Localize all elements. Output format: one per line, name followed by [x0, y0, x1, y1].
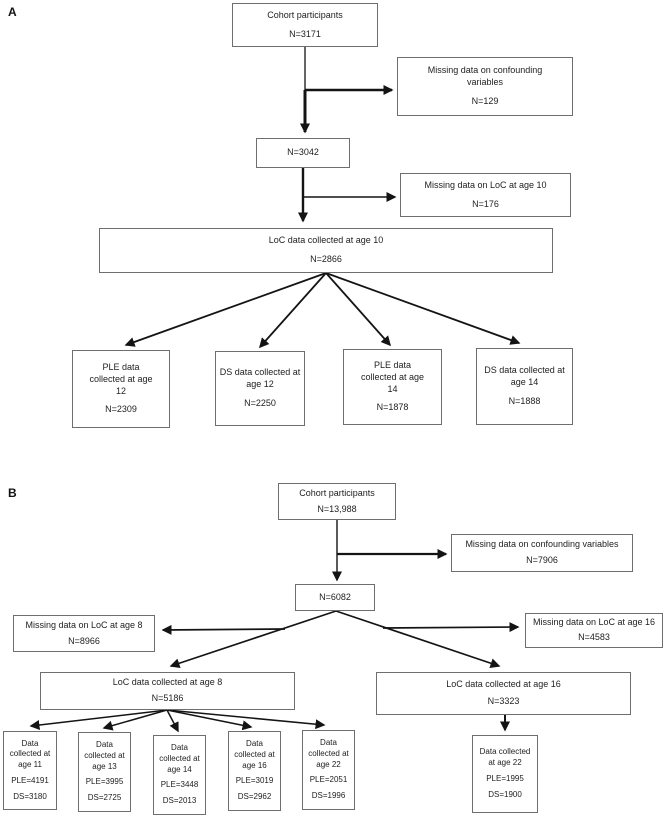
box-title: Data collected at age 22: [479, 747, 531, 768]
box-title: LoC data collected at age 16: [446, 679, 561, 690]
box-title: Cohort participants: [299, 487, 375, 498]
box-loc-age8: LoC data collected at age 8 N=5186: [40, 672, 295, 710]
box-title: Cohort participants: [267, 9, 343, 20]
box-title: Missing data on LoC at age 8: [25, 619, 143, 630]
box-missing-confounding-b: Missing data on confounding variables N=…: [451, 534, 633, 572]
box-count: N=3171: [289, 28, 321, 39]
box-ds-count: DS=1996: [311, 791, 346, 801]
box-ds-count: DS=2962: [237, 792, 272, 802]
box-count: N=6082: [319, 591, 351, 602]
box-missing-loc-age16: Missing data on LoC at age 16 N=4583: [525, 613, 663, 648]
box-count: N=2250: [244, 397, 276, 408]
box-ple-count: PLE=3995: [85, 777, 124, 787]
box-data-age16: Data collected at age 16 PLE=3019 DS=296…: [228, 731, 281, 811]
box-ds-age14: DS data collected at age 14 N=1888: [476, 348, 573, 425]
box-title: Data collected at age 11: [9, 738, 51, 770]
panel-a-label: A: [8, 5, 17, 19]
box-title: DS data collected at age 12: [219, 367, 301, 390]
box-title: Missing data on LoC at age 16: [532, 617, 656, 628]
box-count: N=8966: [68, 635, 100, 646]
box-data-age22: Data collected at age 22 PLE=2051 DS=199…: [302, 730, 355, 810]
box-title: Data collected at age 13: [84, 740, 125, 771]
box-data-age14: Data collected at age 14 PLE=3448 DS=201…: [153, 735, 206, 815]
box-ple-count: PLE=1995: [486, 774, 524, 783]
box-count: N=176: [472, 198, 499, 209]
box-count: N=7906: [526, 555, 558, 565]
box-ple-age14: PLE data collected at age 14 N=1878: [343, 349, 442, 425]
box-ple-count: PLE=3448: [160, 780, 199, 790]
box-count: N=1888: [508, 395, 541, 406]
box-title: Data collected at age 16: [234, 739, 275, 770]
box-title: LoC data collected at age 8: [112, 677, 223, 688]
box-loc-age16: LoC data collected at age 16 N=3323: [376, 672, 631, 715]
box-title: Data collected at age 22: [308, 738, 349, 769]
box-ple-age12: PLE data collected at age 12 N=2309: [72, 350, 170, 428]
box-after-confounding-a: N=3042: [256, 138, 350, 168]
box-count: N=129: [471, 95, 499, 106]
box-count: N=3323: [487, 696, 520, 706]
box-data-age22-right: Data collected at age 22 PLE=1995 DS=190…: [472, 735, 538, 813]
box-ple-count: PLE=3019: [235, 776, 274, 786]
box-ds-count: DS=2725: [87, 793, 122, 803]
box-ds-count: DS=3180: [13, 791, 47, 801]
box-count: N=1878: [376, 402, 409, 413]
box-title: Missing data on LoC at age 10: [424, 179, 547, 190]
box-count: N=3042: [287, 147, 319, 158]
box-ple-count: PLE=4191: [11, 775, 49, 785]
box-count: N=4583: [578, 632, 610, 642]
box-title: PLE data collected at age 12: [89, 362, 153, 396]
box-title: Missing data on confounding variables: [465, 539, 619, 550]
box-cohort-participants-a: Cohort participants N=3171: [232, 3, 378, 47]
box-missing-confounding-a: Missing data on confounding variables N=…: [397, 57, 573, 116]
box-after-confounding-b: N=6082: [295, 584, 375, 611]
box-data-age13: Data collected at age 13 PLE=3995 DS=272…: [78, 732, 131, 812]
box-ds-count: DS=1900: [488, 789, 522, 799]
box-missing-loc-age8: Missing data on LoC at age 8 N=8966: [13, 615, 155, 652]
panel-b-label: B: [8, 486, 17, 500]
box-title: DS data collected at age 14: [484, 365, 565, 388]
box-title: Data collected at age 14: [159, 743, 200, 774]
box-count: N=2866: [310, 254, 342, 264]
box-count: N=5186: [151, 693, 184, 703]
box-data-age11: Data collected at age 11 PLE=4191 DS=318…: [3, 731, 57, 810]
box-title: LoC data collected at age 10: [268, 235, 384, 246]
box-title: Missing data on confounding variables: [427, 65, 543, 88]
box-ds-age12: DS data collected at age 12 N=2250: [215, 351, 305, 426]
box-loc-age10: LoC data collected at age 10 N=2866: [99, 228, 553, 273]
box-count: N=2309: [105, 404, 137, 415]
box-cohort-participants-b: Cohort participants N=13,988: [278, 483, 396, 520]
box-missing-loc-age10: Missing data on LoC at age 10 N=176: [400, 173, 571, 217]
box-count: N=13,988: [317, 503, 357, 514]
box-ds-count: DS=2013: [162, 796, 197, 806]
box-ple-count: PLE=2051: [309, 775, 348, 785]
box-title: PLE data collected at age 14: [360, 360, 425, 394]
